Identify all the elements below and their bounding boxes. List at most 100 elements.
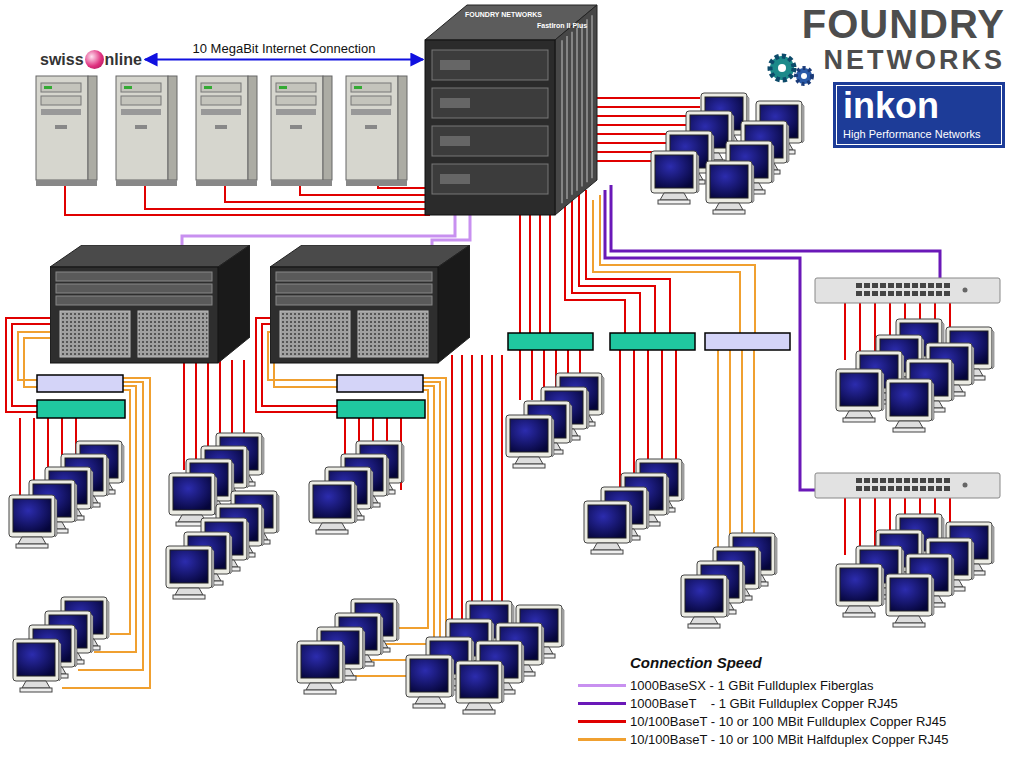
- servers: [196, 76, 257, 186]
- wire-bundle: [844, 303, 846, 360]
- rack-switch: [963, 483, 968, 488]
- fullduplex-wire: [519, 210, 521, 333]
- core-switch-body: [432, 126, 548, 156]
- wire-bundle: [844, 498, 846, 555]
- servers: [116, 76, 177, 186]
- chassis-switch: [50, 245, 470, 363]
- core-switch-body: [432, 50, 548, 80]
- hub: [610, 333, 695, 350]
- rack-switch: [880, 478, 886, 483]
- workstation-monitor: [297, 641, 345, 694]
- workstation-monitor: [506, 415, 554, 468]
- rack-switch: [920, 291, 926, 296]
- wire-bundle: [741, 350, 743, 560]
- hub: [337, 400, 425, 418]
- legend: 1000BaseSX - 1 GBit Fullduplex Fiberglas…: [578, 676, 948, 748]
- rack-switch: [944, 486, 950, 491]
- wire-bundle: [619, 350, 621, 490]
- halfduplex-wire: [396, 390, 428, 628]
- core-switch-body: [440, 60, 470, 70]
- wire-bundle: [597, 97, 700, 99]
- rack-switch: [936, 291, 942, 296]
- legend-title: Connection Speed: [630, 654, 762, 671]
- wire-bundle: [597, 115, 700, 117]
- halfduplex-wire: [18, 195, 755, 688]
- rack-switch: [896, 486, 902, 491]
- rack-switch: [888, 478, 894, 483]
- workstation-monitor: [406, 655, 454, 708]
- wire-bundle: [195, 360, 197, 470]
- workstation-monitor: [681, 575, 729, 628]
- fullduplex-wire: [529, 210, 531, 333]
- rack-switch: [904, 478, 910, 483]
- hub: [37, 375, 123, 392]
- rack-switch: [896, 478, 902, 483]
- rack-switch: [856, 291, 862, 296]
- core-switch-body: [440, 174, 470, 184]
- fullduplex-wire: [6, 318, 52, 412]
- rack-switch: [936, 478, 942, 483]
- wire-bundle: [717, 350, 719, 560]
- core-switch-body: [425, 40, 555, 215]
- hub: [508, 333, 593, 350]
- rack-switch: [928, 291, 934, 296]
- rack-switch: [920, 283, 926, 288]
- fullduplex-wire: [549, 210, 551, 333]
- copper-wires: [6, 98, 950, 688]
- core-switch-body: [562, 15, 592, 203]
- rack-switch: [896, 291, 902, 296]
- link-label: 10 MegaBit Internet Connection: [191, 41, 378, 56]
- legend-row: 10/100BaseT - 10 or 100 MBit Fullduplex …: [578, 712, 948, 730]
- rack-switch: [856, 486, 862, 491]
- legend-swatch: [578, 702, 626, 705]
- rack-switch: [864, 486, 870, 491]
- chassis-switch: [50, 245, 250, 363]
- workstation-monitor: [13, 639, 61, 692]
- rack-switch: [912, 283, 918, 288]
- gigabit-copper-wire: [605, 185, 940, 490]
- rack-switch: [936, 486, 942, 491]
- halfduplex-wire: [110, 390, 130, 634]
- rack-switch: [872, 486, 878, 491]
- legend-text: 1000BaseT - 1 GBit Fullduplex Copper RJ4…: [630, 696, 898, 711]
- vendor-gears: [770, 56, 794, 80]
- rack-switch: [856, 478, 862, 483]
- legend-row: 1000BaseT - 1 GBit Fullduplex Copper RJ4…: [578, 694, 948, 712]
- rack-switch: [880, 283, 886, 288]
- wire-bundle: [491, 355, 493, 640]
- rack-switch: [928, 478, 934, 483]
- rack-switch: [904, 283, 910, 288]
- partner-logo: inkonHigh Performance Networks: [833, 82, 1005, 148]
- node-text: High Performance Networks: [843, 128, 995, 140]
- internet-link: [145, 59, 423, 61]
- legend-swatch: [578, 738, 626, 741]
- rack-switch: [872, 283, 878, 288]
- rack-switch: [864, 283, 870, 288]
- rack-switch: [888, 291, 894, 296]
- rack-switch: [912, 486, 918, 491]
- core-switch-body: [555, 5, 597, 215]
- rack-switch: [936, 283, 942, 288]
- rack-switch: [912, 478, 918, 483]
- workstation-monitor: [9, 93, 994, 714]
- vendor-gears: [801, 73, 807, 79]
- fullduplex-wire: [539, 210, 541, 333]
- node-text: swiss: [40, 51, 84, 69]
- core-switch-body: [440, 136, 470, 146]
- rack-switch: [888, 486, 894, 491]
- core-switch-body: [571, 32, 573, 195]
- core-switch-body: [586, 19, 588, 182]
- legend-text: 10/100BaseT - 10 or 100 MBit Fullduplex …: [630, 714, 946, 729]
- isp-logo: swissnline: [40, 48, 142, 71]
- rack-switch: [928, 283, 934, 288]
- core-switch-body: [425, 5, 597, 215]
- workstation-monitor: [651, 151, 699, 204]
- wire-bundle: [471, 355, 473, 640]
- fullduplex-wire: [145, 182, 430, 209]
- rack-switch: [920, 486, 926, 491]
- legend-swatch: [578, 720, 626, 723]
- rack-switch: [896, 283, 902, 288]
- gigabit-copper-wire: [605, 190, 817, 490]
- wire-bundle: [461, 355, 463, 640]
- legend-row: 1000BaseSX - 1 GBit Fullduplex Fiberglas: [578, 676, 948, 694]
